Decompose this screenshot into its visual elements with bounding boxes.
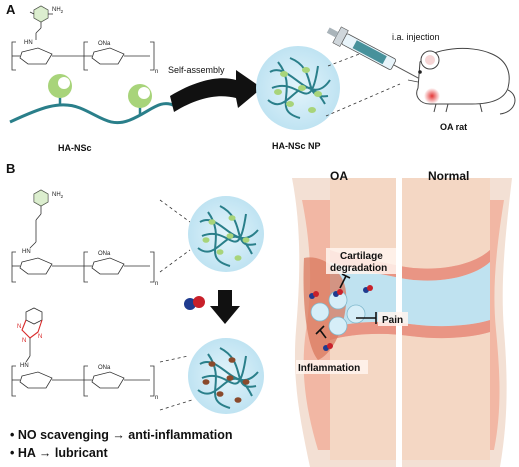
dashed-guide-b1 [159, 199, 191, 223]
triazole-n1: N [17, 324, 21, 330]
panel-a-letter: A [6, 2, 16, 17]
hn-label-a: HN [24, 40, 33, 46]
ha-nsc-structure-b-bottom [11, 307, 155, 397]
cartilage-label-line1: Cartilage [340, 251, 383, 262]
subscript-n-a: n [155, 69, 158, 75]
inflammation-label: Inflammation [298, 363, 360, 374]
cartilage-label-line2: degradation [330, 263, 387, 274]
hn-label-b-top: HN [22, 249, 31, 255]
bullet-2: • HA → lubricant [10, 446, 108, 460]
nanoparticle-b-pristine [188, 196, 264, 272]
panel-b-letter: B [6, 161, 15, 176]
inhibition-markers [315, 273, 377, 339]
cartilage-label-box [326, 248, 396, 274]
self-assembly-arrow [170, 70, 262, 112]
joint-no-molecules [309, 285, 373, 351]
pain-label-box [378, 312, 408, 326]
polymer-backbone [9, 102, 176, 125]
rat-icon [407, 48, 516, 115]
green-aromatic-ring-b [34, 190, 48, 206]
dashed-guide-b3 [159, 355, 189, 363]
injection-label: i.a. injection [392, 32, 440, 42]
nanoparticle-name-label: HA-NSc NP [272, 141, 321, 151]
subscript-n-b-top: n [155, 281, 158, 287]
bullet-1-text: NO scavenging → anti-inflammation [17, 428, 233, 442]
polymer-name-label: HA-NSc [58, 143, 92, 153]
dashed-guide-a1 [327, 47, 376, 67]
normal-label: Normal [428, 169, 469, 183]
oa-label: OA [330, 169, 348, 183]
ha-nsc-structure-a [11, 5, 155, 71]
ona-label-a: ONa [98, 41, 111, 47]
no-molecule-icon [184, 296, 205, 310]
green-aromatic-ring-a [34, 6, 48, 22]
nh2-label-b: NH2 [52, 192, 64, 199]
ona-label-b-bottom: ONa [98, 365, 111, 371]
dashed-guide-a2 [325, 83, 401, 117]
ha-nsc-structure-b-top [11, 189, 155, 283]
bullet-2-text: HA → lubricant [17, 446, 108, 460]
pain-label: Pain [382, 315, 403, 326]
syringe-icon [326, 26, 419, 79]
self-assembly-label: Self-assembly [168, 65, 225, 75]
nanoparticle-b-reacted [188, 338, 264, 414]
dashed-guide-b4 [159, 399, 193, 411]
down-arrow [210, 290, 240, 324]
ona-label-b-top: ONa [98, 251, 111, 257]
nh2-label-a: NH2 [52, 7, 64, 14]
nanoparticle-a [256, 46, 340, 130]
bullet-1: • NO scavenging → anti-inflammation [10, 428, 233, 442]
triazole-n2: N [22, 338, 26, 344]
subscript-n-b-bottom: n [155, 395, 158, 401]
pendant-green-1 [48, 74, 72, 104]
dashed-guide-b2 [159, 249, 191, 273]
model-label: OA rat [440, 122, 467, 132]
hn-label-b-bottom: HN [20, 363, 29, 369]
triazole-n3: N [38, 334, 42, 340]
inflammation-label-box [296, 360, 368, 374]
pendant-green-2 [128, 84, 152, 114]
